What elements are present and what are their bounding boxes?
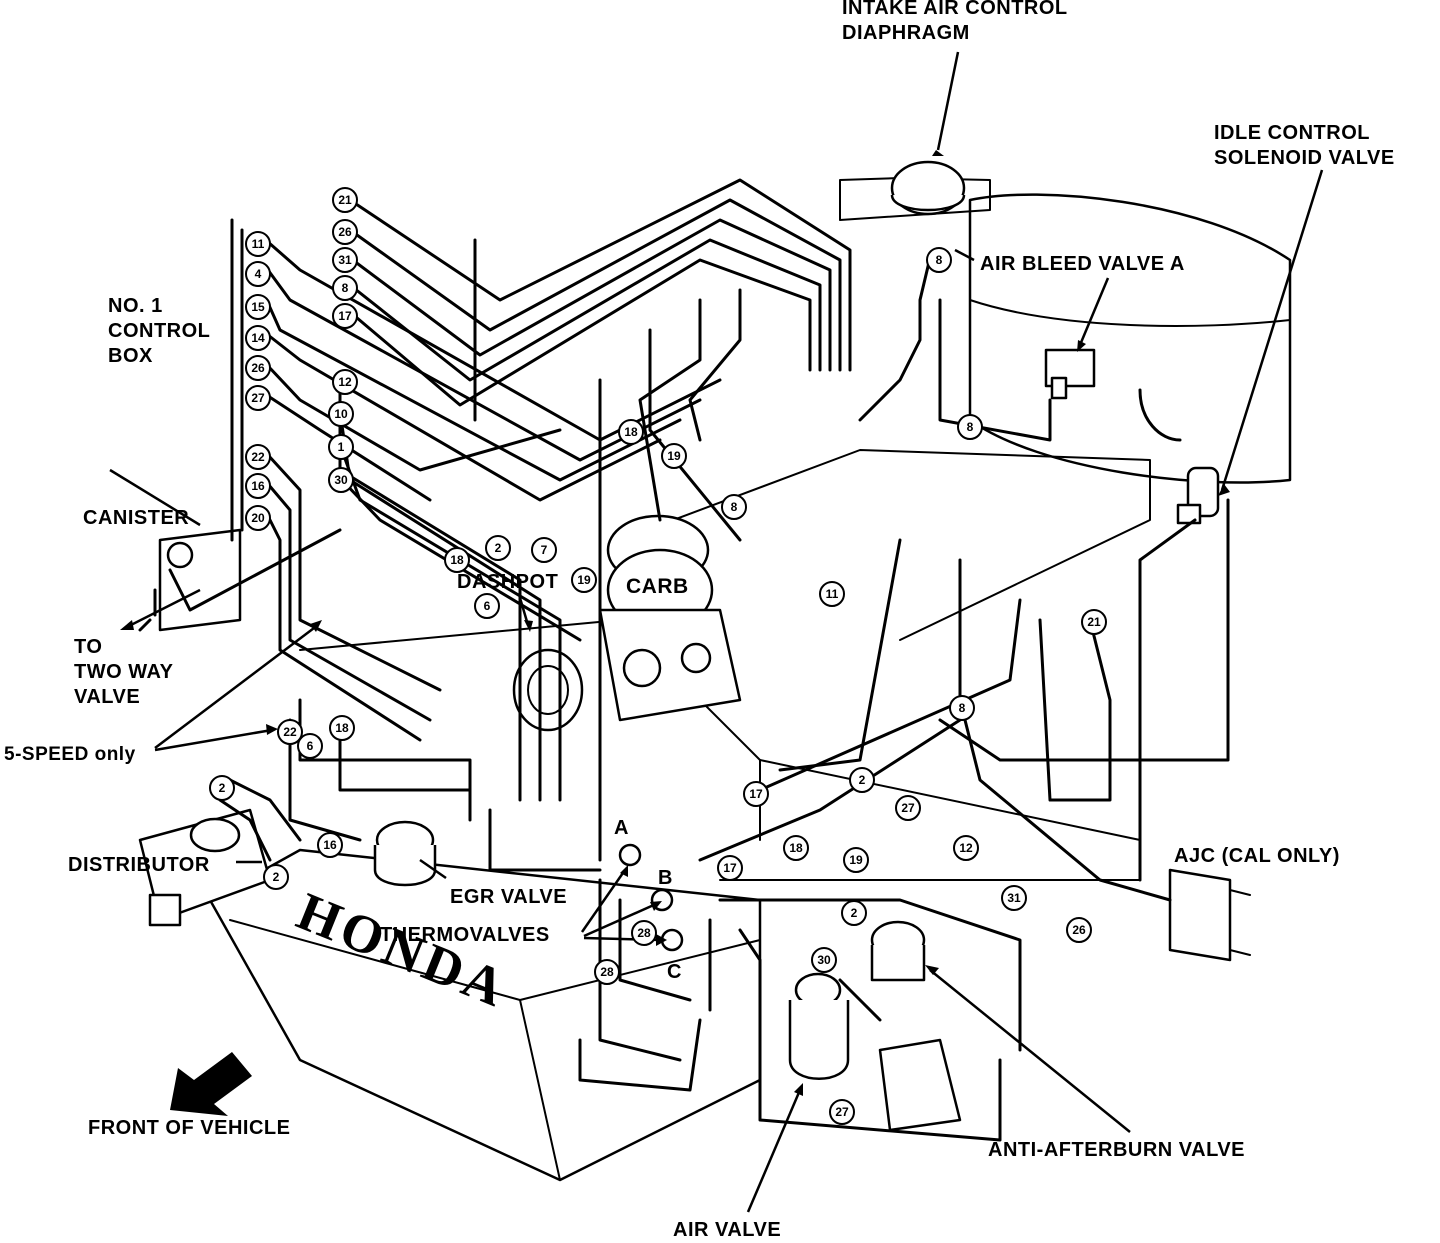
no1-control-box-line-2: CONTROL bbox=[108, 320, 211, 342]
hose-number: 27 bbox=[245, 385, 271, 411]
front-of-vehicle-arrow-icon bbox=[170, 1052, 252, 1116]
no1-control-box-line-3: BOX bbox=[108, 345, 153, 367]
hose-number: 26 bbox=[332, 219, 358, 245]
idle-control-solenoid-valve-part bbox=[1176, 466, 1220, 525]
hose-number: 17 bbox=[332, 303, 358, 329]
hose-number: 26 bbox=[1066, 917, 1092, 943]
to-two-way-valve-line-2: TWO WAY bbox=[74, 661, 174, 683]
hose-number: 15 bbox=[245, 294, 271, 320]
ajc-part bbox=[1168, 868, 1251, 962]
carb-label: CARB bbox=[626, 575, 689, 598]
ajc-label: AJC (CAL ONLY) bbox=[1174, 845, 1340, 867]
to-two-way-valve-line-3: VALVE bbox=[74, 686, 141, 708]
label-pointers bbox=[109, 51, 1324, 1213]
no1-control-box-label: NO. 1 CONTROL BOX bbox=[108, 294, 210, 369]
hose-number: 19 bbox=[843, 847, 869, 873]
hose-number: 21 bbox=[332, 187, 358, 213]
hose-number: 2 bbox=[209, 775, 235, 801]
anti-afterburn-valve-part bbox=[870, 920, 962, 1132]
intake-air-control-diaphragm-line-2: DIAPHRAGM bbox=[842, 22, 970, 44]
idle-control-solenoid-valve-line-1: IDLE CONTROL bbox=[1214, 122, 1370, 144]
hose-number: 2 bbox=[263, 864, 289, 890]
air-valve-label: AIR VALVE bbox=[673, 1219, 782, 1241]
hose-number: 17 bbox=[743, 781, 769, 807]
to-two-way-valve-label: TO TWO WAY VALVE bbox=[74, 635, 173, 710]
anti-afterburn-valve-label: ANTI-AFTERBURN VALVE bbox=[988, 1139, 1246, 1161]
hose-number: 6 bbox=[474, 593, 500, 619]
canister-label: CANISTER bbox=[83, 507, 190, 529]
hose-number: 26 bbox=[245, 355, 271, 381]
hose-number: 8 bbox=[949, 695, 975, 721]
hose-number: 16 bbox=[317, 832, 343, 858]
control-box-brackets bbox=[153, 218, 477, 617]
hose-number: 17 bbox=[717, 855, 743, 881]
hose-number: 18 bbox=[783, 835, 809, 861]
distributor-part bbox=[138, 808, 272, 927]
hose-number: 8 bbox=[926, 247, 952, 273]
hose-number: 12 bbox=[953, 835, 979, 861]
hose-number: 8 bbox=[721, 494, 747, 520]
dashpot-label: DASHPOT bbox=[457, 571, 559, 593]
hose-number: 18 bbox=[618, 419, 644, 445]
hose-number: 6 bbox=[297, 733, 323, 759]
hose-number: 2 bbox=[485, 535, 511, 561]
intake-air-control-diaphragm-label: INTAKE AIR CONTROL DIAPHRAGM bbox=[842, 0, 1068, 46]
hose-number: 22 bbox=[245, 444, 271, 470]
hose-number: 19 bbox=[571, 567, 597, 593]
hose-number: 1 bbox=[328, 434, 354, 460]
hose-number: 31 bbox=[1001, 885, 1027, 911]
air-bleed-valve-a-label: AIR BLEED VALVE A bbox=[980, 253, 1185, 275]
idle-control-solenoid-valve-line-2: SOLENOID VALVE bbox=[1214, 147, 1395, 169]
hose-number: 2 bbox=[849, 767, 875, 793]
hose-number: 31 bbox=[332, 247, 358, 273]
intake-air-control-diaphragm-line-1: INTAKE AIR CONTROL bbox=[842, 0, 1068, 19]
egr-valve-part bbox=[373, 820, 437, 887]
hose-number: 12 bbox=[332, 369, 358, 395]
valve-a-label: A bbox=[614, 817, 629, 839]
carburetor-part bbox=[598, 514, 742, 722]
vacuum-hoses bbox=[138, 178, 1230, 1142]
hose-number: 30 bbox=[328, 467, 354, 493]
hose-number: 14 bbox=[245, 325, 271, 351]
hose-number: 7 bbox=[531, 537, 557, 563]
front-of-vehicle-label: FRONT OF VEHICLE bbox=[88, 1117, 291, 1139]
hose-number: 11 bbox=[819, 581, 845, 607]
hose-number: 2 bbox=[841, 900, 867, 926]
air-cleaner-housing bbox=[839, 177, 1292, 484]
hose-number: 8 bbox=[957, 414, 983, 440]
idle-control-solenoid-valve-label: IDLE CONTROL SOLENOID VALVE bbox=[1214, 121, 1395, 171]
hose-number: 27 bbox=[895, 795, 921, 821]
hose-number: 16 bbox=[245, 473, 271, 499]
hose-number: 21 bbox=[1081, 609, 1107, 635]
canister-part bbox=[158, 528, 242, 632]
intake-air-control-diaphragm-part bbox=[890, 160, 966, 216]
hose-number: 4 bbox=[245, 261, 271, 287]
to-two-way-valve-line-1: TO bbox=[74, 636, 103, 658]
hose-number: 28 bbox=[594, 959, 620, 985]
distributor-label: DISTRIBUTOR bbox=[68, 854, 210, 876]
hose-number: 10 bbox=[328, 401, 354, 427]
hose-number: 20 bbox=[245, 505, 271, 531]
hose-number: 28 bbox=[631, 920, 657, 946]
hose-number: 27 bbox=[829, 1099, 855, 1125]
no1-control-box-line-1: NO. 1 bbox=[108, 295, 163, 317]
hose-number: 18 bbox=[444, 547, 470, 573]
air-valve-part bbox=[788, 972, 850, 1080]
five-speed-only-label: 5-SPEED only bbox=[4, 744, 136, 765]
egr-valve-label: EGR VALVE bbox=[450, 886, 568, 908]
air-bleed-valve-a-part bbox=[1044, 348, 1096, 400]
dashpot-part bbox=[512, 648, 584, 732]
valve-c-label: C bbox=[667, 961, 682, 983]
hose-number: 11 bbox=[245, 231, 271, 257]
hose-number: 18 bbox=[329, 715, 355, 741]
hose-number: 30 bbox=[811, 947, 837, 973]
valve-b-label: B bbox=[658, 867, 673, 889]
hose-number: 19 bbox=[661, 443, 687, 469]
hose-number: 8 bbox=[332, 275, 358, 301]
thermovalves-label: THERMOVALVES bbox=[380, 924, 550, 946]
